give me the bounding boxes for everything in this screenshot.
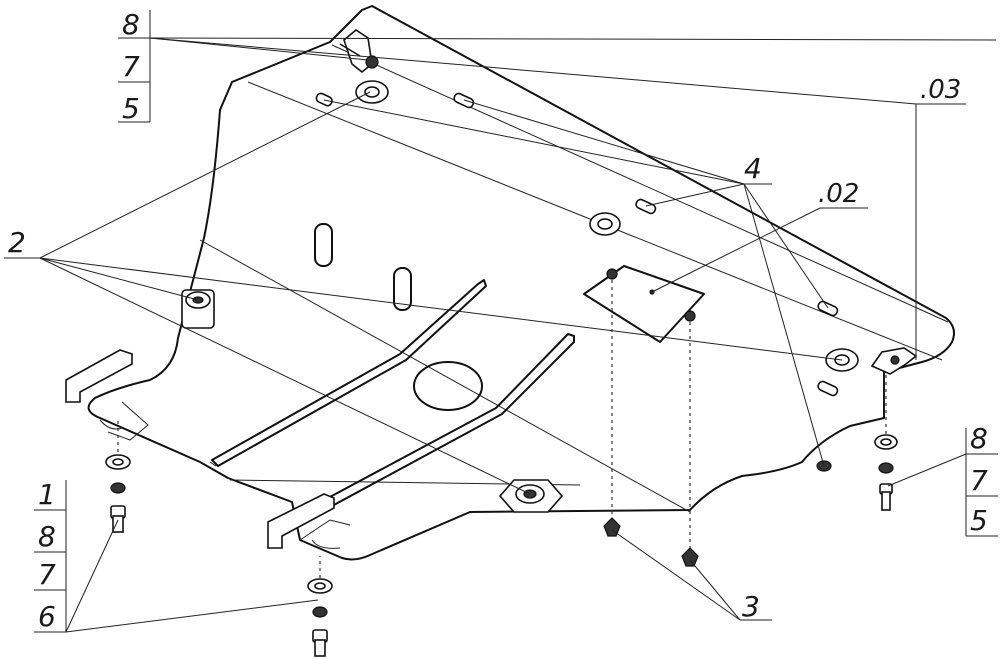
callout-label: 5	[970, 504, 988, 537]
grommet	[355, 80, 389, 104]
drain-hole	[413, 361, 483, 411]
callout-box-bottom-left: 1 8 7 6	[34, 478, 67, 633]
callout-label: 8	[38, 520, 56, 553]
stiffener-rib-lower	[327, 333, 575, 507]
callout-label: 6	[38, 600, 56, 633]
slot-hole	[635, 198, 657, 215]
front-hook-right	[267, 493, 335, 549]
stiffener-rib-upper	[209, 279, 487, 467]
front-hook-left	[65, 349, 133, 403]
fastener-stack-left	[105, 454, 131, 533]
slot-hole	[817, 380, 839, 397]
callout-box-right: 8 7 5	[965, 422, 998, 537]
callout-label: 7	[38, 558, 56, 591]
callout-label-sub-02: .02	[818, 179, 859, 209]
callout-label-part-2: 2	[8, 226, 26, 259]
slot-hole	[817, 300, 839, 317]
callout-label: 8	[970, 422, 988, 455]
skid-plate	[87, 5, 955, 561]
screw-3b	[681, 547, 699, 567]
weld-nut-plate	[498, 479, 564, 513]
callout-label-part-4: 4	[744, 152, 762, 185]
callout-box-top-left: 8 7 5	[118, 8, 151, 125]
callout-label: 1	[38, 478, 56, 511]
slot-hole	[453, 92, 475, 109]
callout-label: 8	[122, 8, 140, 41]
callout-label: 7	[122, 50, 140, 83]
right-bracket	[870, 347, 918, 375]
callout-label: 5	[122, 92, 140, 125]
weld-nut-block	[181, 289, 215, 329]
access-cover	[583, 265, 705, 343]
grommet	[589, 212, 621, 236]
top-bracket	[339, 29, 379, 74]
callout-label-sub-03: .03	[920, 75, 961, 105]
fastener-stack-middle	[307, 578, 333, 657]
slot-hole	[314, 223, 333, 267]
callout-label-part-3: 3	[742, 590, 760, 623]
callout-label: 7	[970, 464, 988, 497]
fastener-stack-right	[874, 434, 898, 511]
screw-3a	[603, 517, 621, 537]
slot-hole	[393, 267, 412, 311]
